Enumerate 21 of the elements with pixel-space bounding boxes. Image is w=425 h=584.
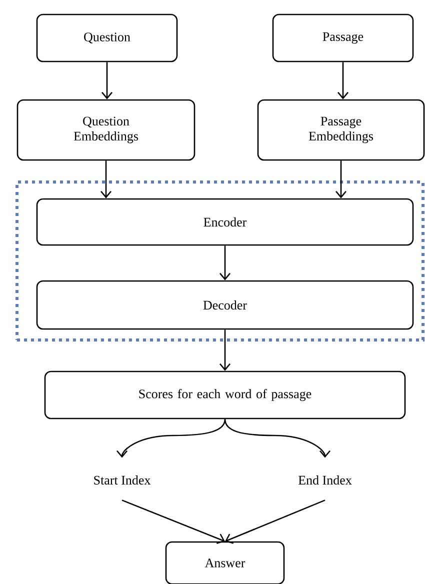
arrow	[224, 419, 330, 458]
arrow	[336, 160, 346, 198]
arrow	[102, 62, 112, 100]
arrow	[338, 62, 348, 100]
process-box: Question Embeddings	[16, 99, 196, 161]
arrow	[122, 500, 225, 544]
arrow	[100, 160, 112, 198]
process-box: Passage	[272, 14, 414, 62]
output-label: End Index	[298, 475, 352, 485]
process-box: Scores for each word of passage	[44, 370, 406, 420]
arrow	[220, 330, 230, 371]
process-box: Decoder	[36, 280, 414, 330]
process-box: Answer	[165, 541, 285, 584]
process-box: Passage Embeddings	[257, 99, 425, 161]
group-frame	[16, 180, 424, 342]
arrow	[220, 246, 230, 280]
arrow	[116, 419, 226, 458]
arrow	[225, 500, 326, 544]
process-box: Encoder	[36, 198, 414, 246]
process-box: Question	[36, 14, 178, 62]
output-label: Start Index	[94, 475, 151, 485]
